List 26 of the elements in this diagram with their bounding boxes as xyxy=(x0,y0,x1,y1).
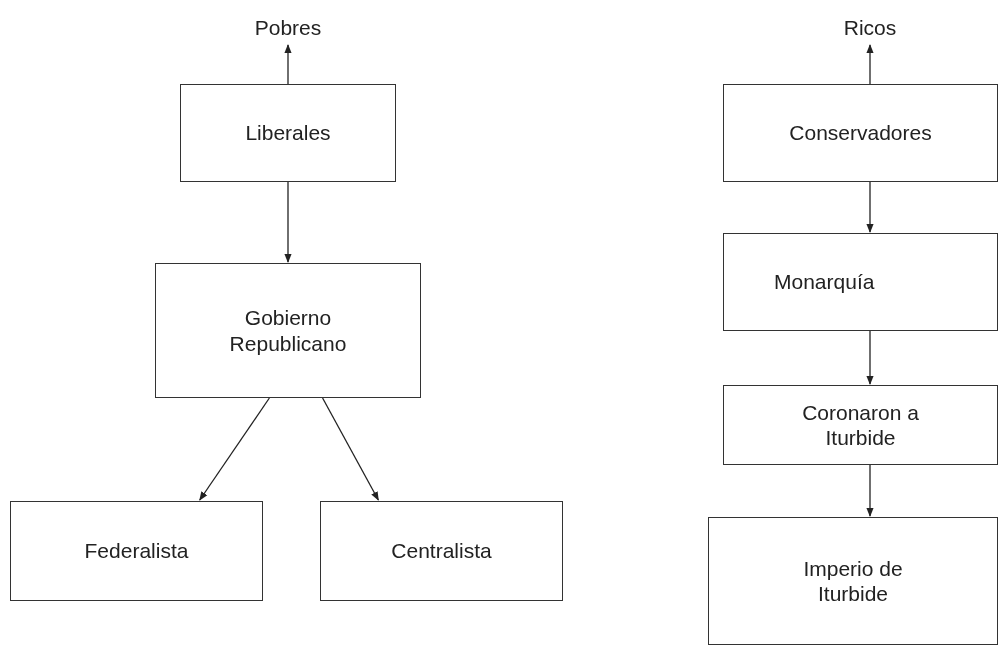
process-box xyxy=(180,84,396,182)
process-box xyxy=(10,501,263,601)
arrow xyxy=(866,464,874,517)
box-text: Centralista xyxy=(391,538,492,564)
box-text: Coronaron a Iturbide xyxy=(801,399,920,451)
arrow xyxy=(284,44,292,85)
arrow xyxy=(866,330,874,385)
process-box xyxy=(723,385,998,465)
box-text: Liberales xyxy=(245,120,331,146)
process-box xyxy=(723,84,998,182)
arrow xyxy=(866,44,874,85)
arrow xyxy=(199,397,271,501)
box-text: Conservadores xyxy=(789,120,932,146)
box-text: Monarquía xyxy=(774,269,875,295)
box-text: Imperio de Iturbide xyxy=(802,555,904,607)
process-box xyxy=(155,263,421,398)
process-box xyxy=(708,517,998,645)
process-box xyxy=(723,233,998,331)
box-text: Pobres xyxy=(254,15,322,41)
box-text: Ricos xyxy=(843,15,897,41)
box-text: Federalista xyxy=(84,538,189,564)
arrow xyxy=(284,181,292,263)
box-text: Gobierno Republicano xyxy=(228,305,348,356)
arrow xyxy=(321,397,379,501)
process-box xyxy=(320,501,563,601)
arrow xyxy=(866,181,874,233)
